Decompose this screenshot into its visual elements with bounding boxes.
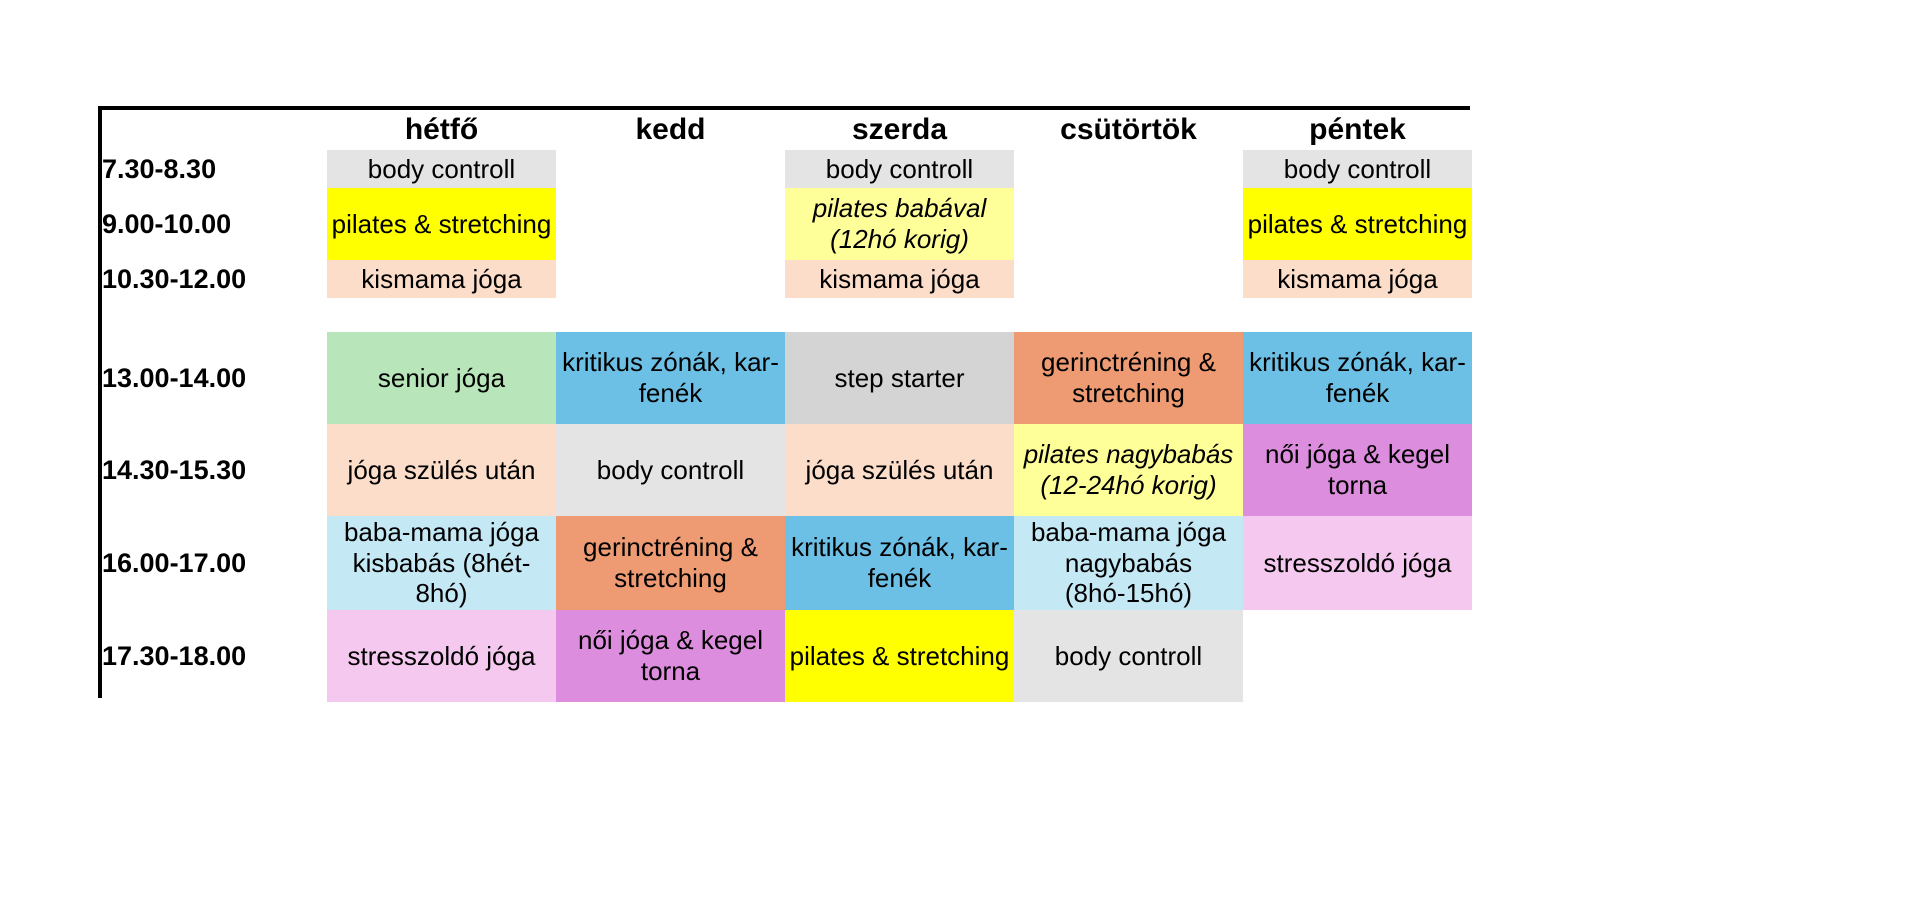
weekly-schedule-table: hétfő kedd szerda csütörtök péntek 7.30-… — [102, 110, 1472, 703]
schedule-table-frame: hétfő kedd szerda csütörtök péntek 7.30-… — [98, 106, 1472, 703]
header-row: hétfő kedd szerda csütörtök péntek — [102, 110, 1472, 150]
class-cell-tuesday-6[interactable]: gerinctréning & stretching — [556, 516, 785, 611]
schedule-spacer-row — [102, 298, 1472, 332]
spacer-cell — [1014, 298, 1243, 332]
class-cell-friday-4[interactable]: kritikus zónák, kar-fenék — [1243, 332, 1472, 424]
class-name-label: body controll — [825, 153, 974, 184]
class-cell-wednesday-2[interactable]: pilates babával (12hó korig) — [785, 188, 1014, 260]
time-label-5: 14.30-15.30 — [102, 424, 327, 516]
time-label-7: 17.30-18.00 — [102, 610, 327, 703]
day-header-tuesday: kedd — [556, 110, 785, 150]
class-cell-wednesday-1[interactable]: body controll — [785, 150, 1014, 188]
class-cell-thursday-6[interactable]: baba-mama jóga nagybabás (8hó-15hó) — [1014, 516, 1243, 611]
day-header-monday: hétfő — [327, 110, 556, 150]
time-label-1: 7.30-8.30 — [102, 150, 327, 188]
class-cell-thursday-3[interactable] — [1014, 260, 1243, 298]
table-row: 10.30-12.00 kismama jóga kismama jóga kisma… — [102, 260, 1472, 298]
class-cell-wednesday-5[interactable]: jóga szülés után — [785, 424, 1014, 516]
class-cell-thursday-5[interactable]: pilates nagybabás (12-24hó korig) — [1014, 424, 1243, 516]
spacer-cell — [102, 298, 327, 332]
spacer-cell — [1243, 298, 1472, 332]
class-name-label: kritikus zónák, kar-fenék — [791, 532, 1008, 593]
class-cell-friday-2[interactable]: pilates & stretching — [1243, 188, 1472, 260]
class-cell-monday-6[interactable]: baba-mama jóga kisbabás (8hét-8hó) — [327, 516, 556, 611]
class-name-label: gerinctréning & stretching — [583, 532, 758, 593]
class-cell-monday-7[interactable]: stresszoldó jóga — [327, 610, 556, 703]
header-corner-cell — [102, 110, 327, 150]
class-cell-tuesday-7[interactable]: női jóga & kegel torna — [556, 610, 785, 703]
time-label-3: 10.30-12.00 — [102, 260, 327, 298]
table-row: 17.30-18.00 stresszoldó jóga női jóga & ke… — [102, 610, 1472, 703]
class-cell-thursday-7[interactable]: body controll — [1014, 610, 1243, 703]
class-name-label: kritikus zónák, kar-fenék — [1249, 347, 1466, 408]
class-name-label: kismama jóga — [819, 263, 980, 294]
class-name-label: pilates nagybabás (12-24hó korig) — [1023, 439, 1234, 500]
class-name-label: kismama jóga — [1277, 263, 1438, 294]
table-body: 7.30-8.30 body controll body controll body … — [102, 150, 1472, 703]
spacer-cell — [556, 298, 785, 332]
class-cell-monday-5[interactable]: jóga szülés után — [327, 424, 556, 516]
table-row: 13.00-14.00 senior jóga kritikus zónák, ka… — [102, 332, 1472, 424]
class-cell-tuesday-4[interactable]: kritikus zónák, kar-fenék — [556, 332, 785, 424]
class-cell-thursday-1[interactable] — [1014, 150, 1243, 188]
class-name-label: kritikus zónák, kar-fenék — [562, 347, 779, 408]
time-label-2: 9.00-10.00 — [102, 188, 327, 260]
class-cell-tuesday-5[interactable]: body controll — [556, 424, 785, 516]
class-cell-thursday-2[interactable] — [1014, 188, 1243, 260]
class-name-label: stresszoldó jóga — [1263, 547, 1452, 578]
day-header-friday: péntek — [1243, 110, 1472, 150]
class-cell-monday-1[interactable]: body controll — [327, 150, 556, 188]
class-cell-friday-7[interactable] — [1243, 610, 1472, 703]
class-cell-wednesday-7[interactable]: pilates & stretching — [785, 610, 1014, 703]
class-name-label: pilates & stretching — [331, 208, 552, 239]
spacer-cell — [785, 298, 1014, 332]
class-name-label: pilates & stretching — [789, 640, 1010, 671]
class-name-label: stresszoldó jóga — [347, 640, 536, 671]
table-header: hétfő kedd szerda csütörtök péntek — [102, 110, 1472, 150]
day-header-thursday: csütörtök — [1014, 110, 1243, 150]
class-name-label: kismama jóga — [361, 263, 522, 294]
class-name-label: női jóga & kegel torna — [577, 625, 764, 687]
class-cell-monday-3[interactable]: kismama jóga — [327, 260, 556, 298]
class-cell-friday-1[interactable]: body controll — [1243, 150, 1472, 188]
class-cell-tuesday-2[interactable] — [556, 188, 785, 260]
class-cell-wednesday-4[interactable]: step starter — [785, 332, 1014, 424]
class-name-label: női jóga & kegel torna — [1264, 439, 1451, 500]
class-cell-friday-5[interactable]: női jóga & kegel torna — [1243, 424, 1472, 516]
class-name-label: body controll — [367, 153, 516, 184]
class-cell-monday-2[interactable]: pilates & stretching — [327, 188, 556, 260]
class-cell-tuesday-1[interactable] — [556, 150, 785, 188]
class-name-label: baba-mama jóga nagybabás (8hó-15hó) — [1030, 517, 1227, 609]
time-label-6: 16.00-17.00 — [102, 516, 327, 611]
table-row: 14.30-15.30 jóga szülés után body controll… — [102, 424, 1472, 516]
class-name-label: body controll — [1283, 153, 1432, 184]
class-cell-thursday-4[interactable]: gerinctréning & stretching — [1014, 332, 1243, 424]
table-row: 7.30-8.30 body controll body controll body … — [102, 150, 1472, 188]
class-cell-tuesday-3[interactable] — [556, 260, 785, 298]
class-name-label: pilates & stretching — [1247, 208, 1468, 239]
spacer-cell — [327, 298, 556, 332]
class-name-label: senior jóga — [377, 362, 506, 393]
class-cell-monday-4[interactable]: senior jóga — [327, 332, 556, 424]
class-name-label: body controll — [596, 454, 745, 485]
class-name-label: pilates babával (12hó korig) — [812, 193, 987, 254]
class-cell-friday-3[interactable]: kismama jóga — [1243, 260, 1472, 298]
day-header-wednesday: szerda — [785, 110, 1014, 150]
class-cell-wednesday-6[interactable]: kritikus zónák, kar-fenék — [785, 516, 1014, 611]
class-name-label: body controll — [1054, 640, 1203, 671]
class-name-label: step starter — [834, 362, 965, 393]
class-cell-wednesday-3[interactable]: kismama jóga — [785, 260, 1014, 298]
class-cell-friday-6[interactable]: stresszoldó jóga — [1243, 516, 1472, 611]
class-name-label: baba-mama jóga kisbabás (8hét-8hó) — [343, 517, 540, 609]
class-name-label: jóga szülés után — [347, 454, 536, 485]
time-label-4: 13.00-14.00 — [102, 332, 327, 424]
class-name-label: gerinctréning & stretching — [1041, 347, 1216, 408]
class-name-label: jóga szülés után — [805, 454, 994, 485]
